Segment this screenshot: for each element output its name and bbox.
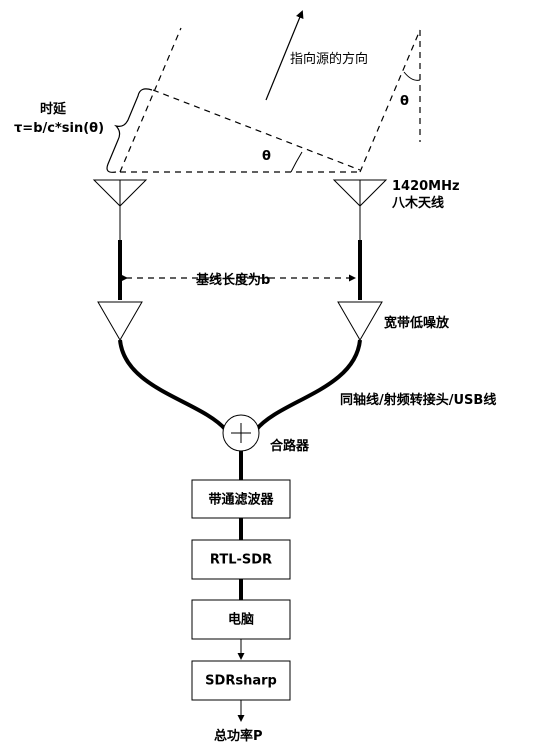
svg-text:RTL-SDR: RTL-SDR bbox=[210, 553, 272, 568]
left-dashed-ray bbox=[119, 27, 182, 173]
geometry-dashed-lines bbox=[119, 27, 421, 282]
right-antenna bbox=[332, 179, 388, 240]
antenna-label-freq: 1420MHz bbox=[392, 179, 460, 194]
theta-label-middle: θ bbox=[262, 149, 271, 164]
computer-block: 电脑 bbox=[191, 599, 291, 640]
left-coax-cable bbox=[118, 339, 228, 432]
source-direction-arrow bbox=[265, 10, 304, 101]
bandpass-filter-block: 带通滤波器 bbox=[191, 479, 291, 519]
sdrsharp-block: SDRsharp bbox=[191, 660, 291, 701]
right-dashed-ray bbox=[359, 29, 421, 173]
left-lna bbox=[97, 301, 143, 341]
theta-arc-middle bbox=[290, 151, 303, 173]
wavefront-dashed-line bbox=[152, 89, 361, 171]
combiner-label: 合路器 bbox=[270, 438, 310, 454]
rtl-sdr-block: RTL-SDR bbox=[191, 539, 291, 580]
theta-label-top: θ bbox=[400, 94, 409, 109]
theta-arc-top bbox=[403, 71, 421, 81]
left-antenna bbox=[92, 179, 148, 240]
right-coax-cable bbox=[254, 339, 362, 432]
antenna-label-type: 八木天线 bbox=[391, 195, 444, 211]
svg-text:SDRsharp: SDRsharp bbox=[205, 674, 277, 689]
right-lna bbox=[337, 301, 383, 341]
svg-text:电脑: 电脑 bbox=[228, 612, 254, 628]
baseline-label: 基线长度为b bbox=[195, 272, 270, 288]
cable-label: 同轴线/射频转接头/USB线 bbox=[340, 392, 496, 408]
lna-label: 宽带低噪放 bbox=[383, 315, 450, 331]
direction-label: 指向源的方向 bbox=[290, 51, 368, 67]
svg-text:带通滤波器: 带通滤波器 bbox=[208, 492, 274, 508]
delay-title: 时延 bbox=[40, 101, 67, 117]
delay-formula: τ=b/c*sin(θ) bbox=[14, 121, 104, 136]
output-label: 总功率P bbox=[214, 728, 263, 744]
delay-brace bbox=[106, 88, 153, 173]
combiner bbox=[222, 414, 260, 452]
